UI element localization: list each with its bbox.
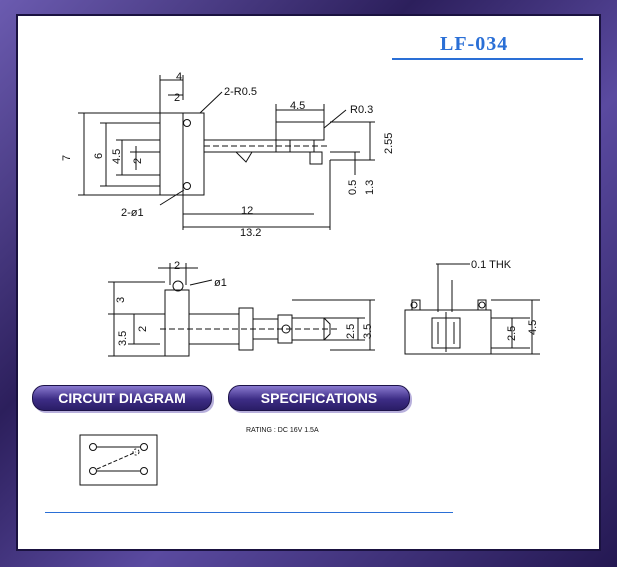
actuator-lever [234, 151, 253, 163]
dim-top-phi1: 2-ø1 [121, 207, 144, 219]
dim-top-4: 4 [176, 71, 182, 83]
rating-text: RATING : DC 16V 1.5A [246, 427, 319, 434]
dim-top-255: 2.55 [383, 133, 395, 154]
dim-top-132: 13.2 [240, 227, 261, 239]
dim-side-phi1: ø1 [214, 277, 227, 289]
top-view-body [159, 112, 205, 196]
dim-side-25: 2.5 [345, 324, 357, 339]
dim-side-2: 2 [174, 260, 180, 272]
dim-top-2: 2 [174, 92, 180, 104]
dim-top-2v: 2 [132, 158, 144, 164]
title-underline [392, 58, 583, 60]
dim-side-3: 3 [115, 297, 127, 303]
side-view-body [164, 289, 190, 357]
model-title: LF-034 [440, 33, 509, 55]
dim-end-thk: 0.1 THK [471, 259, 512, 271]
dim-end-25: 2.5 [506, 326, 518, 341]
dim-top-7: 7 [61, 155, 73, 161]
dim-top-r05: 2-R0.5 [224, 86, 257, 98]
dim-side-35: 3.5 [117, 331, 129, 346]
dim-top-45: 4.5 [290, 100, 305, 112]
circuit-schematic-box [79, 434, 158, 486]
dim-top-05: 0.5 [347, 180, 359, 195]
dim-side-35r: 3.5 [362, 324, 374, 339]
dim-side-2v: 2 [137, 326, 149, 332]
dim-top-6: 6 [93, 153, 105, 159]
dim-end-45: 4.5 [527, 320, 539, 335]
circuit-diagram-heading: CIRCUIT DIAGRAM [32, 385, 212, 411]
dim-top-r03: R0.3 [350, 104, 373, 116]
end-view-body [404, 309, 492, 355]
specifications-heading: SPECIFICATIONS [228, 385, 410, 411]
dim-top-13: 1.3 [364, 180, 376, 195]
bottom-divider [45, 512, 453, 513]
dim-top-12: 12 [241, 205, 253, 217]
dim-top-45v: 4.5 [111, 149, 123, 164]
